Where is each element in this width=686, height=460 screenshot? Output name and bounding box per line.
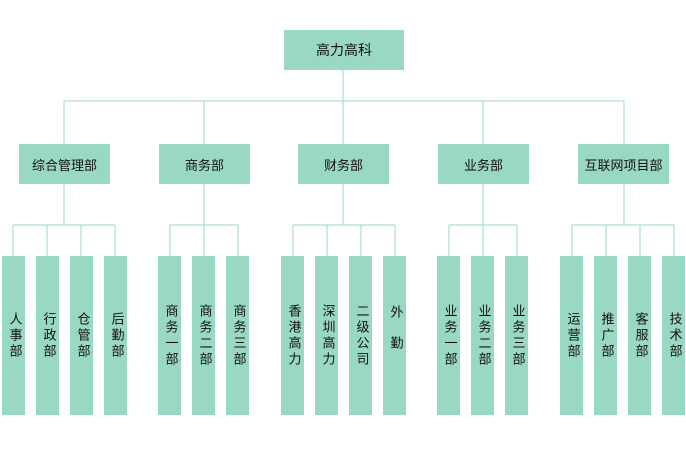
leaf-label: 推广部 — [598, 311, 614, 360]
leaf-label: 行政部 — [40, 311, 56, 360]
leaf-label: 二级公司 — [353, 303, 369, 368]
leaf-label: 香港高力 — [285, 303, 301, 368]
leaf-label: 业务一部 — [441, 303, 457, 368]
leaf-business-3: 业务三部 — [505, 256, 528, 415]
leaf-label: 客服部 — [632, 311, 648, 360]
leaf-label: 外勤 — [387, 304, 403, 367]
leaf-promotion: 推广部 — [594, 256, 617, 415]
root-node: 高力高科 — [284, 30, 404, 70]
dept-label: 财务部 — [323, 158, 363, 174]
dept-label: 业务部 — [463, 158, 503, 174]
leaf-label: 商务二部 — [196, 303, 212, 368]
leaf-shenzhen: 深圳高力 — [315, 256, 338, 415]
leaf-label: 技术部 — [666, 311, 682, 360]
dept-general-management: 综合管理部 — [19, 144, 110, 184]
dept-internet-projects: 互联网项目部 — [578, 144, 669, 184]
leaf-warehouse: 仓管部 — [70, 256, 93, 415]
leaf-commerce-1: 商务一部 — [158, 256, 181, 415]
leaf-label: 商务三部 — [230, 303, 246, 368]
leaf-business-1: 业务一部 — [437, 256, 460, 415]
leaf-label: 运营部 — [564, 311, 580, 360]
leaf-label: 商务一部 — [162, 303, 178, 368]
leaf-label: 人事部 — [6, 311, 22, 360]
dept-label: 综合管理部 — [31, 158, 97, 174]
leaf-label: 仓管部 — [74, 311, 90, 360]
leaf-commerce-3: 商务三部 — [226, 256, 249, 415]
leaf-technology: 技术部 — [662, 256, 685, 415]
leaf-hongkong: 香港高力 — [281, 256, 304, 415]
dept-label: 商务部 — [184, 158, 224, 174]
leaf-label: 后勤部 — [108, 311, 124, 360]
leaf-logistics: 后勤部 — [104, 256, 127, 415]
dept-label: 互联网项目部 — [584, 158, 663, 174]
dept-business: 业务部 — [438, 144, 529, 184]
leaf-business-2: 业务二部 — [471, 256, 494, 415]
leaf-secondary-company: 二级公司 — [349, 256, 372, 415]
leaf-field: 外勤 — [383, 256, 406, 415]
root-label: 高力高科 — [316, 43, 372, 59]
leaf-customer-service: 客服部 — [628, 256, 651, 415]
leaf-operations: 运营部 — [560, 256, 583, 415]
leaf-commerce-2: 商务二部 — [192, 256, 215, 415]
dept-commerce: 商务部 — [159, 144, 250, 184]
dept-finance: 财务部 — [298, 144, 389, 184]
leaf-label: 深圳高力 — [319, 303, 335, 368]
leaf-admin: 行政部 — [36, 256, 59, 415]
leaf-label: 业务二部 — [475, 303, 491, 368]
leaf-label: 业务三部 — [509, 303, 525, 368]
leaf-hr: 人事部 — [2, 256, 25, 415]
